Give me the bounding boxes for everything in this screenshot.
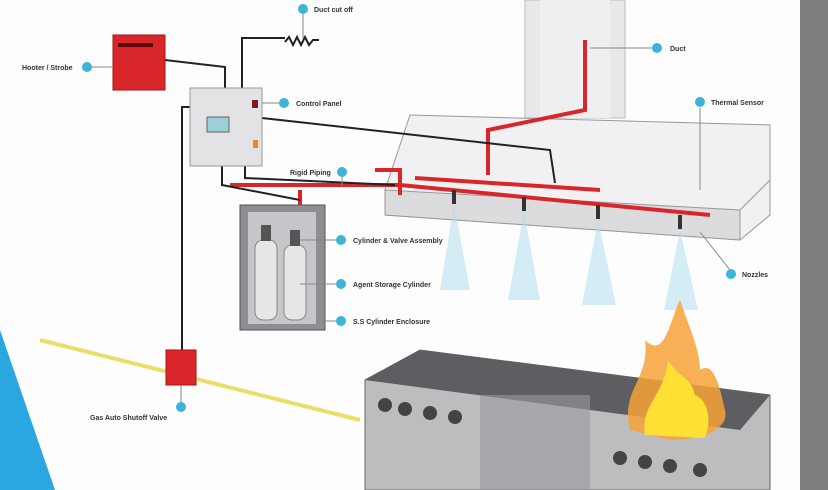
label-control-panel: Control Panel [296, 101, 342, 108]
label-gas-auto-shutoff-valve: Gas Auto Shutoff Valve [90, 415, 167, 422]
callout-agent-storage: Agent Storage Cylinder [300, 279, 431, 289]
label-ss-cylinder-enclosure: S.S Cylinder Enclosure [353, 319, 430, 326]
nozzles [440, 190, 698, 310]
control-panel [189, 87, 263, 167]
callout-hooter-strobe: Hooter / Strobe [22, 62, 113, 72]
callout-control-panel: Control Panel [262, 98, 342, 108]
label-duct: Duct [670, 46, 686, 53]
callout-nozzles: Nozzles [699, 231, 768, 279]
label-hooter-strobe: Hooter / Strobe [22, 65, 73, 72]
label-rigid-piping: Rigid Piping [290, 170, 331, 177]
callout-gas-shutoff: Gas Auto Shutoff Valve [90, 385, 186, 422]
label-agent-storage-cylinder: Agent Storage Cylinder [353, 282, 431, 289]
rigid-piping [230, 40, 711, 217]
fire [627, 300, 726, 440]
exhaust-hood [384, 114, 771, 241]
callout-thermal-sensor: Thermal Sensor [695, 97, 764, 190]
label-thermal-sensor: Thermal Sensor [711, 100, 764, 107]
label-nozzles: Nozzles [742, 272, 768, 279]
callout-rigid-piping: Rigid Piping [290, 167, 347, 186]
label-duct-cut-off: Duct cut off [314, 7, 354, 14]
blue-corner-decoration [0, 330, 55, 490]
callout-duct-cut-off: Duct cut off [298, 4, 354, 38]
gas-shutoff-valve [165, 349, 197, 386]
hooter-strobe [112, 34, 166, 91]
callout-duct: Duct [590, 43, 686, 53]
callout-ss-enclosure: S.S Cylinder Enclosure [325, 316, 430, 326]
cylinder-enclosure [239, 204, 326, 331]
right-border-strip [800, 0, 828, 490]
wiring [164, 34, 556, 360]
duct [524, 0, 626, 119]
gas-line [39, 338, 361, 422]
label-cylinder-valve-assembly: Cylinder & Valve Assembly [353, 238, 443, 245]
callout-cylinder-valve: Cylinder & Valve Assembly [300, 235, 443, 245]
